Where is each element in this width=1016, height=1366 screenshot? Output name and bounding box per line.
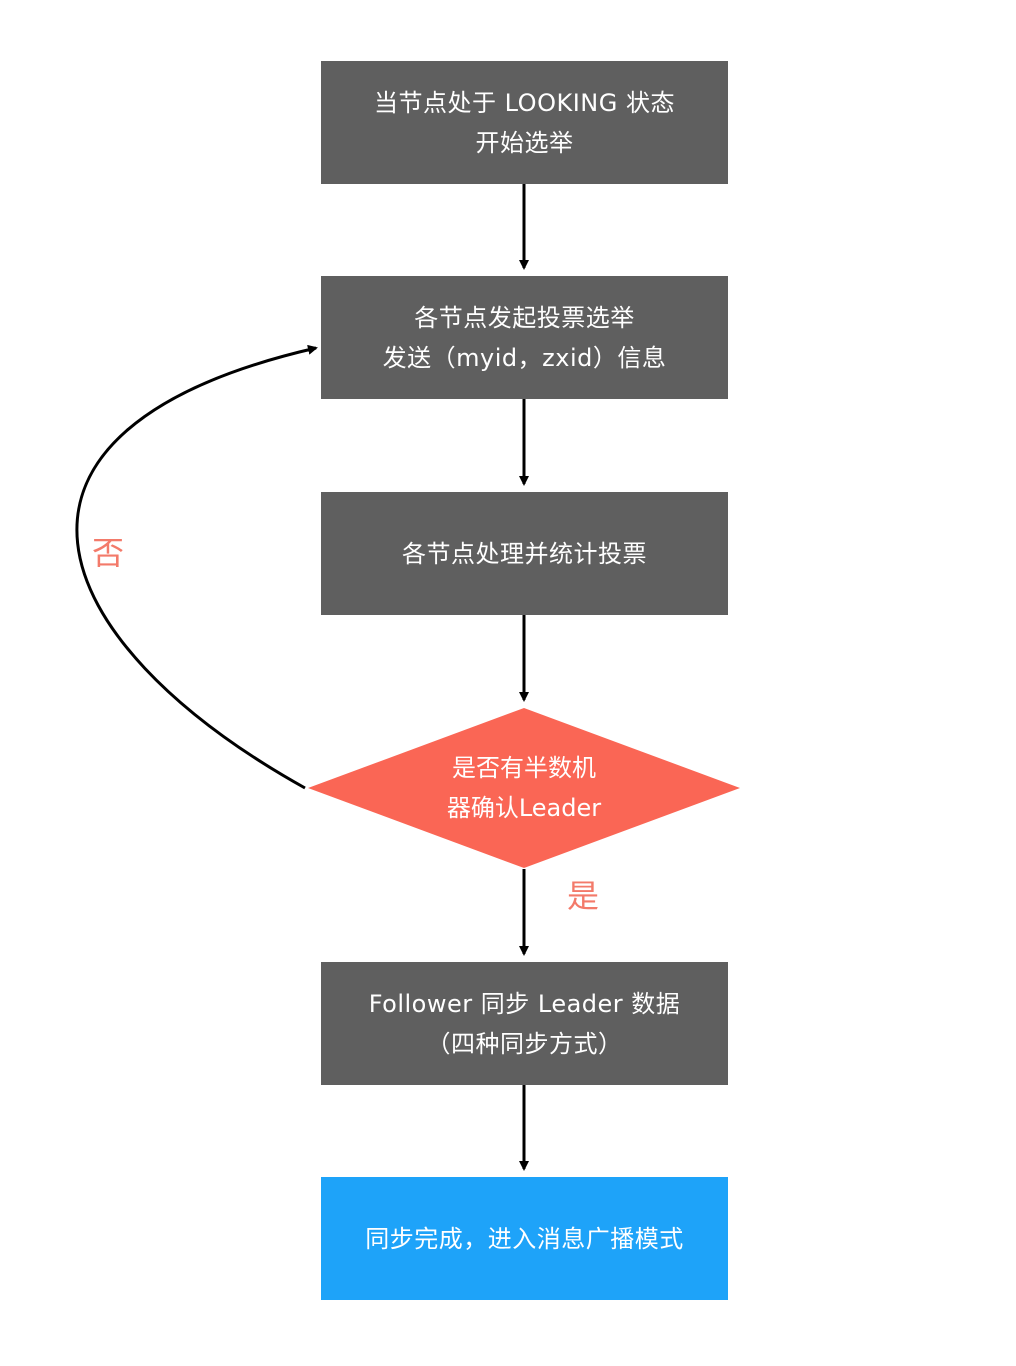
done-line-1: 同步完成，进入消息广播模式: [365, 1224, 684, 1253]
vote-line-2: 发送（myid，zxid）信息: [382, 343, 667, 372]
count-line-1: 各节点处理并统计投票: [402, 539, 647, 568]
vote-box: 各节点发起投票选举 发送（myid，zxid）信息: [321, 276, 728, 399]
decision-diamond: [308, 708, 740, 868]
start-election-box: 当节点处于 LOOKING 状态 开始选举: [321, 61, 728, 184]
arrow-loop-back: [75, 344, 318, 790]
branch-label-yes: 是: [567, 877, 600, 915]
sync-line-1: Follower 同步 Leader 数据: [368, 989, 681, 1018]
start-line-1: 当节点处于 LOOKING 状态: [374, 88, 675, 117]
decision-line-2: 器确认Leader: [446, 794, 602, 822]
vote-line-1: 各节点发起投票选举: [414, 303, 635, 332]
decision-text: 是否有半数机 器确认Leader: [404, 748, 644, 828]
done-box: 同步完成，进入消息广播模式: [321, 1177, 728, 1300]
sync-line-2: （四种同步方式）: [426, 1029, 623, 1058]
decision-line-1: 是否有半数机: [452, 754, 596, 782]
sync-box: Follower 同步 Leader 数据 （四种同步方式）: [321, 962, 728, 1085]
start-line-2: 开始选举: [475, 128, 574, 157]
branch-label-no: 否: [92, 534, 125, 572]
count-votes-box: 各节点处理并统计投票: [321, 492, 728, 615]
